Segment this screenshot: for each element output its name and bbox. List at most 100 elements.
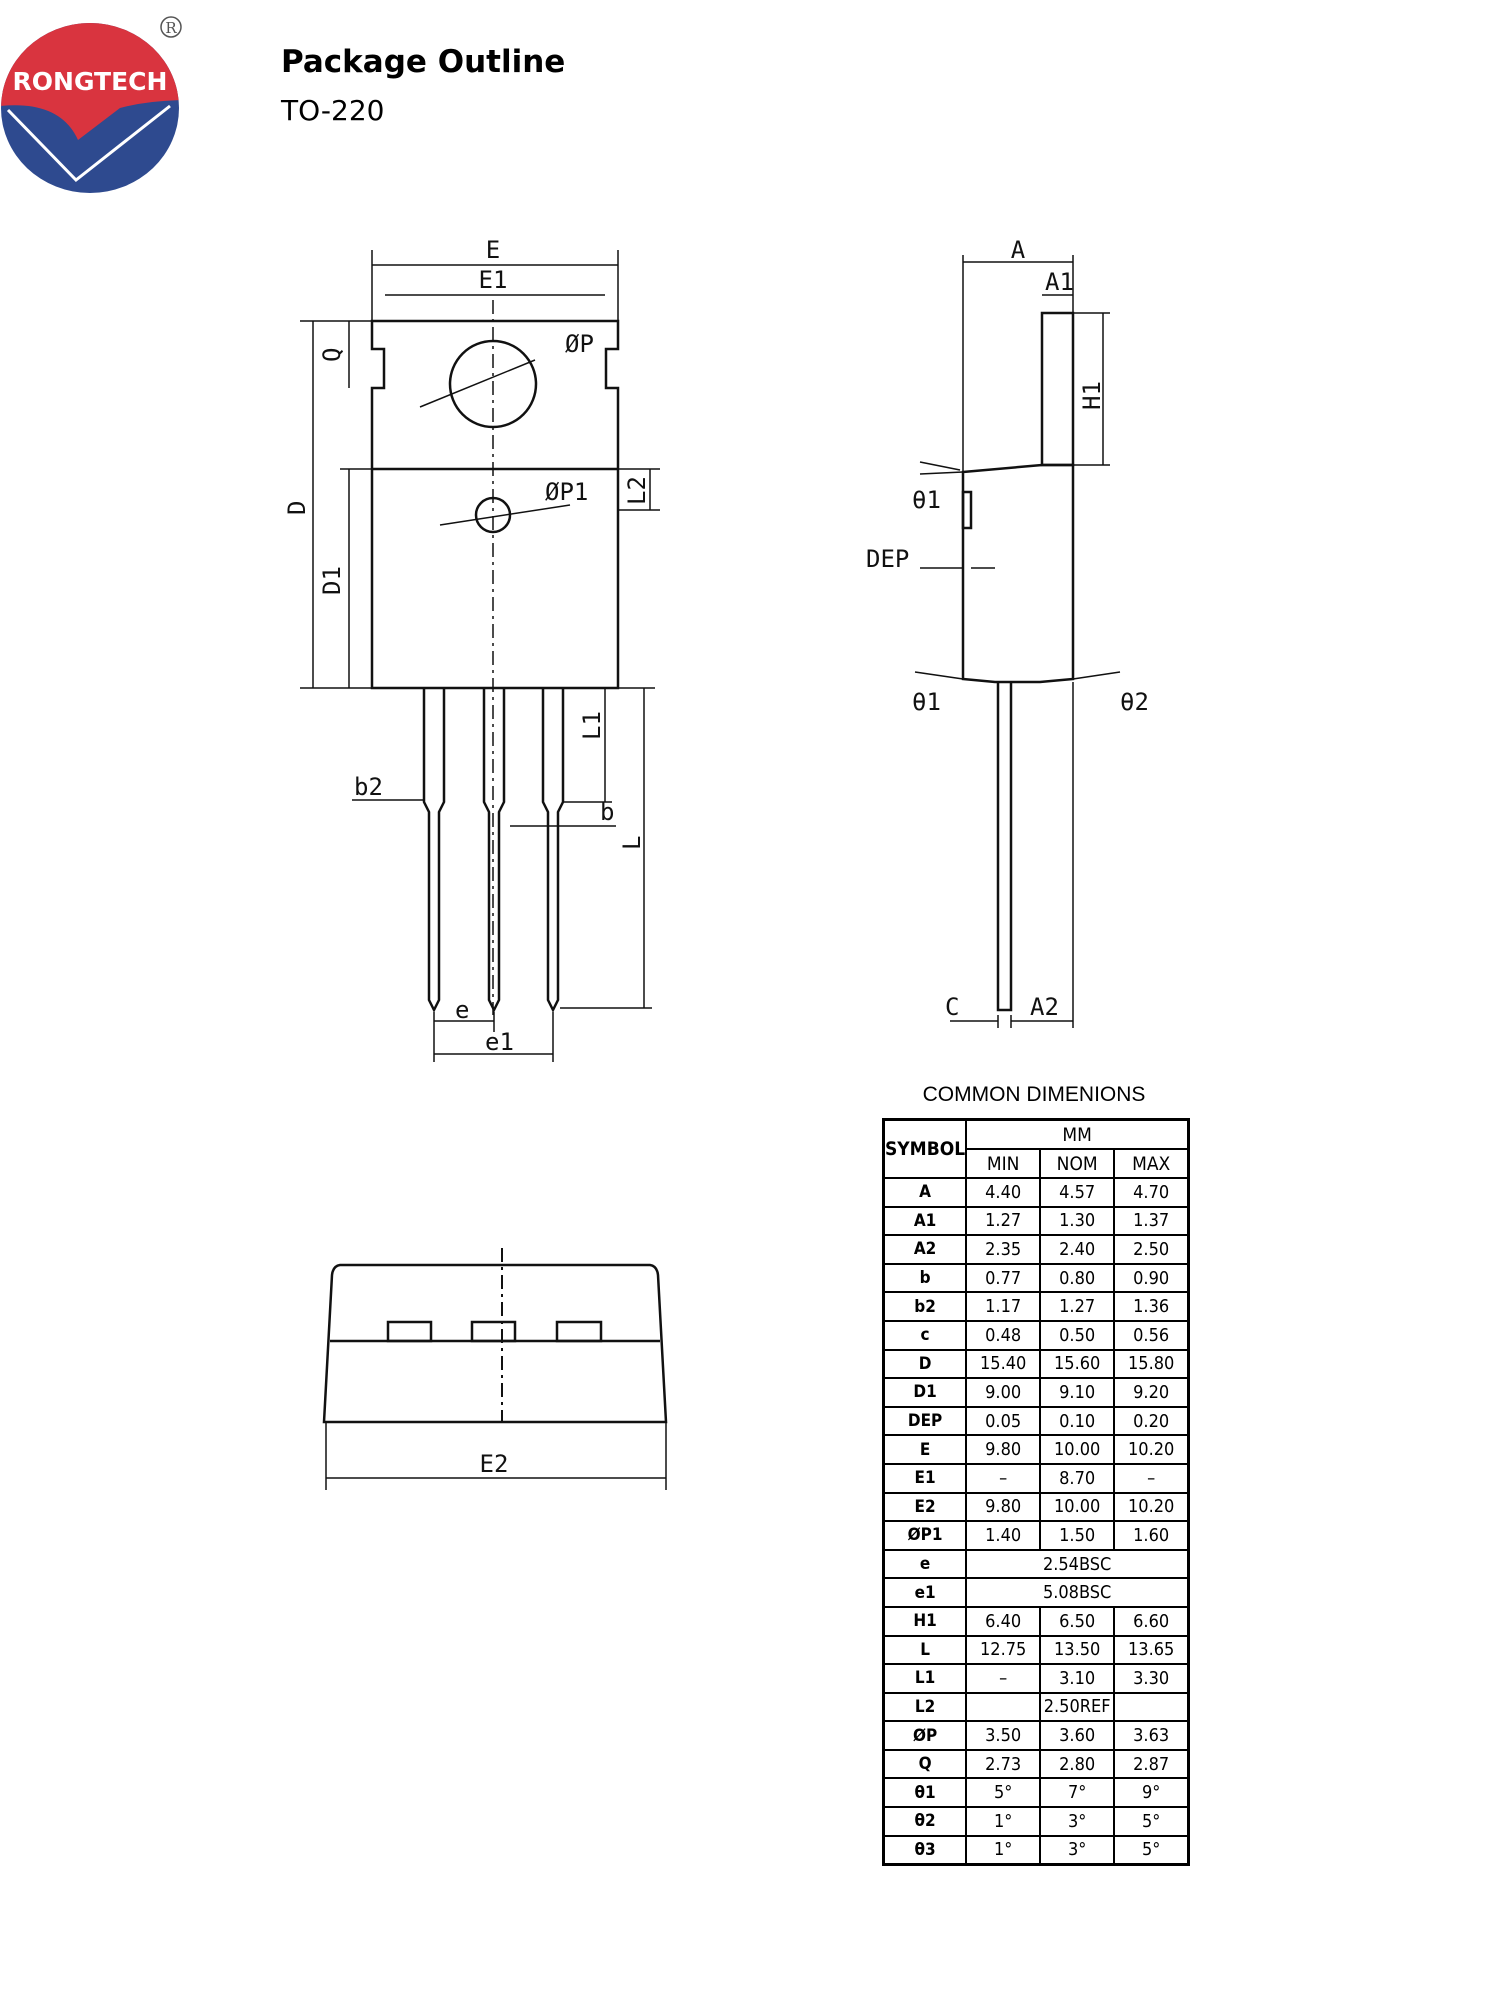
max-cell: 10.20 <box>1113 1491 1190 1523</box>
label-E2: E2 <box>480 1450 509 1478</box>
label-D1: D1 <box>318 566 346 595</box>
min-cell: 0.77 <box>965 1262 1042 1294</box>
nom-cell: 0.50 <box>1039 1319 1116 1351</box>
symbol-cell: L <box>882 1634 968 1666</box>
label-theta1-bottom: θ1 <box>912 688 941 716</box>
symbol-cell: b2 <box>882 1291 968 1322</box>
label-L: L <box>618 836 646 850</box>
symbol-cell: L1 <box>882 1663 968 1694</box>
symbol-cell: E2 <box>882 1491 968 1523</box>
max-cell: 13.65 <box>1113 1634 1190 1666</box>
min-cell: 1.40 <box>965 1520 1042 1551</box>
min-cell: 1° <box>965 1806 1042 1837</box>
label-theta2: θ2 <box>1120 688 1149 716</box>
label-phiP: ØP <box>565 330 594 358</box>
label-C: C <box>945 993 959 1021</box>
symbol-cell: ØP <box>882 1720 968 1751</box>
label-E1: E1 <box>479 266 508 294</box>
symbol-cell: A <box>882 1177 968 1208</box>
label-b2: b2 <box>354 773 383 801</box>
max-cell: 5° <box>1113 1806 1190 1837</box>
nom-cell: 2.80 <box>1039 1748 1116 1780</box>
min-cell: 0.48 <box>965 1319 1042 1351</box>
nom-cell: 3.60 <box>1039 1720 1116 1751</box>
label-e: e <box>455 996 469 1024</box>
max-cell: 0.90 <box>1113 1262 1190 1294</box>
nom-cell: 4.57 <box>1039 1177 1116 1208</box>
max-cell: 1.37 <box>1113 1205 1190 1237</box>
nom-cell: 2.50REF <box>1039 1691 1116 1723</box>
label-DEP: DEP <box>866 545 909 573</box>
symbol-cell: E1 <box>882 1462 968 1494</box>
package-name: TO-220 <box>281 94 385 127</box>
table-title: COMMON DIMENIONS <box>922 1083 1146 1106</box>
nom-cell: 10.00 <box>1039 1491 1116 1523</box>
label-L2: L2 <box>623 476 651 505</box>
col-max: MAX <box>1113 1148 1190 1179</box>
nom-cell: 3.10 <box>1039 1663 1116 1694</box>
label-e1: e1 <box>485 1028 514 1056</box>
symbol-cell: L2 <box>882 1691 968 1723</box>
min-cell: 2.35 <box>965 1234 1042 1265</box>
nom-cell: 3° <box>1039 1806 1116 1837</box>
min-cell: 4.40 <box>965 1177 1042 1208</box>
rongtech-logo: RONGTECH R <box>1 16 182 193</box>
nom-cell: 1.50 <box>1039 1520 1116 1551</box>
value-cell: 2.54BSC <box>965 1548 1190 1580</box>
max-cell: 6.60 <box>1113 1605 1190 1637</box>
symbol-cell: D1 <box>882 1377 968 1408</box>
nom-cell: 1.30 <box>1039 1205 1116 1237</box>
value-cell: 5.08BSC <box>965 1577 1190 1608</box>
front-view <box>300 250 660 1062</box>
max-cell: 3.63 <box>1113 1720 1190 1751</box>
nom-cell: 0.80 <box>1039 1262 1116 1294</box>
label-L1: L1 <box>578 711 606 740</box>
label-phiP1: ØP1 <box>545 478 588 506</box>
bottom-view <box>322 1248 668 1490</box>
symbol-cell: Q <box>882 1748 968 1780</box>
symbol-cell: E <box>882 1434 968 1465</box>
max-cell: 1.60 <box>1113 1520 1190 1551</box>
nom-cell: 9.10 <box>1039 1377 1116 1408</box>
max-cell: 15.80 <box>1113 1348 1190 1380</box>
max-cell: 9° <box>1113 1777 1190 1809</box>
min-cell: 6.40 <box>965 1605 1042 1637</box>
svg-text:RONGTECH: RONGTECH <box>13 67 168 96</box>
nom-cell: 8.70 <box>1039 1462 1116 1494</box>
nom-cell: 6.50 <box>1039 1605 1116 1637</box>
max-cell <box>1113 1691 1190 1723</box>
min-cell: – <box>965 1663 1042 1694</box>
min-cell: 9.80 <box>965 1434 1042 1465</box>
max-cell: 4.70 <box>1113 1177 1190 1208</box>
max-cell: 9.20 <box>1113 1377 1190 1408</box>
label-theta1-top: θ1 <box>912 486 941 514</box>
symbol-cell: b <box>882 1262 968 1294</box>
symbol-cell: c <box>882 1319 968 1351</box>
label-b: b <box>600 798 614 826</box>
symbol-cell: θ2 <box>882 1806 968 1837</box>
symbol-cell: θ3 <box>882 1834 968 1866</box>
symbol-cell: e <box>882 1548 968 1580</box>
symbol-cell: A1 <box>882 1205 968 1237</box>
max-cell: 5° <box>1113 1834 1190 1866</box>
nom-cell: 10.00 <box>1039 1434 1116 1465</box>
